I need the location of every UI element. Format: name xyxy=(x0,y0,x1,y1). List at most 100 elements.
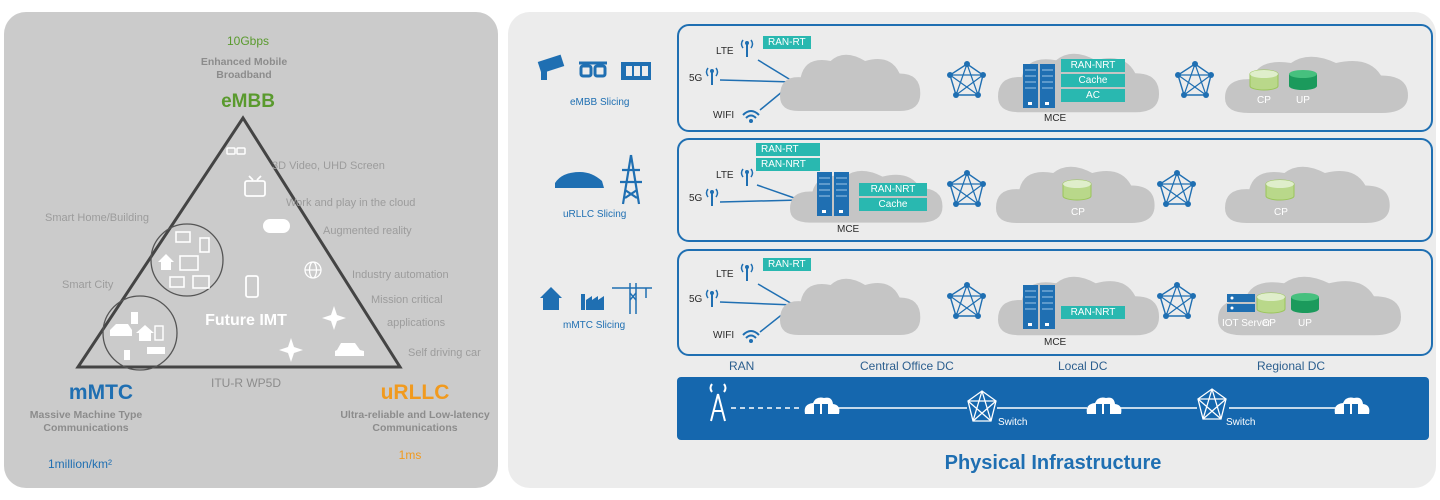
iot-server-icon xyxy=(1227,294,1255,312)
switch-label: Switch xyxy=(1226,417,1256,428)
mesh-network-icon xyxy=(946,60,987,99)
up-database-icon xyxy=(1291,293,1319,313)
cp-database-icon xyxy=(1256,292,1286,314)
5g-label: 5G xyxy=(689,73,703,84)
app-industry-automation: Industry automation xyxy=(352,269,449,281)
wifi-icon xyxy=(742,110,760,124)
central-office-cloud xyxy=(790,170,943,223)
lte-antenna-icon xyxy=(740,263,754,282)
sparkle-icon xyxy=(279,338,303,362)
central-office-cloud xyxy=(780,278,921,335)
crane-icon xyxy=(612,283,652,314)
power-tower-icon xyxy=(620,154,642,205)
triangle-outline xyxy=(75,115,403,369)
ac-tag: AC xyxy=(1061,89,1125,102)
ran-rt-tag: RAN-RT xyxy=(763,258,811,271)
up-label: UP xyxy=(1298,318,1312,329)
mmtc-density: 1million/km² xyxy=(47,457,112,471)
mesh-network-icon xyxy=(946,281,987,320)
urllc-description: Ultra-reliable and Low-latency Communica… xyxy=(340,409,490,434)
imt-triangle-panel xyxy=(4,12,498,488)
mesh-network-icon xyxy=(946,169,987,208)
embb-description: Enhanced Mobile Broadband xyxy=(200,56,288,81)
smart-city-icons xyxy=(110,312,165,360)
switch-mesh-icon xyxy=(1197,388,1227,420)
urllc-label: uRLLC xyxy=(380,381,450,404)
ran-rt-tag: RAN-RT xyxy=(763,36,811,49)
app-smart-city: Smart City xyxy=(62,279,114,291)
mesh-network-icon xyxy=(1156,169,1197,208)
physical-infrastructure-title: Physical Infrastructure xyxy=(944,452,1162,474)
app-mission-critical-2: applications xyxy=(387,317,446,329)
gamepad-icon xyxy=(263,219,290,233)
wifi-label: WIFI xyxy=(713,330,735,341)
mesh-network-icon xyxy=(1156,281,1197,320)
up-label: UP xyxy=(1296,95,1310,106)
mesh-network-icon xyxy=(1174,60,1215,99)
car-icon xyxy=(335,343,364,356)
5g-antenna-icon xyxy=(705,188,719,207)
cache-tag: Cache xyxy=(859,198,927,211)
app-smart-home: Smart Home/Building xyxy=(45,212,149,224)
embb-speed: 10Gbps xyxy=(226,34,270,48)
app-augmented-reality: Augmented reality xyxy=(323,225,412,237)
vr-glasses-icon xyxy=(579,61,607,78)
cp-label: CP xyxy=(1071,207,1085,218)
phone-icon xyxy=(245,275,259,298)
cloud-server-icon xyxy=(804,397,840,415)
switch-label: Switch xyxy=(998,417,1028,428)
urllc-latency: 1ms xyxy=(398,448,422,462)
ran-rt-tag: RAN-RT xyxy=(756,143,820,156)
future-imt-label: Future IMT xyxy=(205,312,287,329)
mmtc-description: Massive Machine Type Communications xyxy=(29,409,143,434)
column-ran: RAN xyxy=(729,359,755,373)
lte-antenna-icon xyxy=(740,39,754,58)
cloud-server-icon xyxy=(1334,397,1370,415)
wifi-label: WIFI xyxy=(713,110,735,121)
smart-home-icons xyxy=(158,231,210,289)
car-icon xyxy=(555,172,604,188)
lte-label: LTE xyxy=(716,269,734,280)
cp-label: CP xyxy=(1257,95,1271,106)
column-regional-dc: Regional DC xyxy=(1257,359,1326,373)
cp-database-icon xyxy=(1249,69,1279,91)
cp-label: CP xyxy=(1262,318,1276,329)
mce-label: MCE xyxy=(1044,113,1067,124)
factory-icon xyxy=(581,294,604,310)
lte-label: LTE xyxy=(716,170,734,181)
mce-label: MCE xyxy=(1044,337,1067,348)
app-self-driving: Self driving car xyxy=(408,347,481,359)
lte-antenna-icon xyxy=(740,168,754,187)
cp-label: CP xyxy=(1274,207,1288,218)
column-central-office: Central Office DC xyxy=(860,359,954,373)
embb-slice-label: eMBB Slicing xyxy=(570,97,630,108)
physical-network-graphic xyxy=(709,383,1370,422)
5g-label: 5G xyxy=(689,294,703,305)
film-icon xyxy=(621,62,651,80)
tv-icon xyxy=(244,175,266,197)
ran-nrt-tag: RAN-NRT xyxy=(1061,59,1125,72)
imt-triangle xyxy=(75,115,403,371)
app-3d-video: 3D Video, UHD Screen xyxy=(272,160,385,172)
smart-city-circle xyxy=(102,295,178,371)
smart-home-circle xyxy=(150,223,224,297)
column-local-dc: Local DC xyxy=(1058,359,1108,373)
switch-mesh-icon xyxy=(967,390,997,422)
ran-nrt-tag: RAN-NRT xyxy=(859,183,927,196)
ran-nrt-tag: RAN-NRT xyxy=(1061,306,1125,319)
5g-antenna-icon xyxy=(705,289,719,308)
cache-tag: Cache xyxy=(1061,74,1125,87)
central-office-cloud xyxy=(780,54,921,111)
mce-label: MCE xyxy=(837,224,860,235)
urllc-slice-label: uRLLC Slicing xyxy=(563,209,627,220)
mmtc-label: mMTC xyxy=(68,381,134,404)
cp-database-icon xyxy=(1062,179,1092,201)
mmtc-slice-label: mMTC Slicing xyxy=(563,320,626,331)
5g-antenna-icon xyxy=(705,67,719,86)
5g-label: 5G xyxy=(689,193,703,204)
embb-label: eMBB xyxy=(221,91,275,112)
lte-label: LTE xyxy=(716,46,734,57)
cloud-server-icon xyxy=(1086,397,1122,415)
sparkle-icon xyxy=(322,306,346,330)
glasses-icon xyxy=(226,147,246,155)
